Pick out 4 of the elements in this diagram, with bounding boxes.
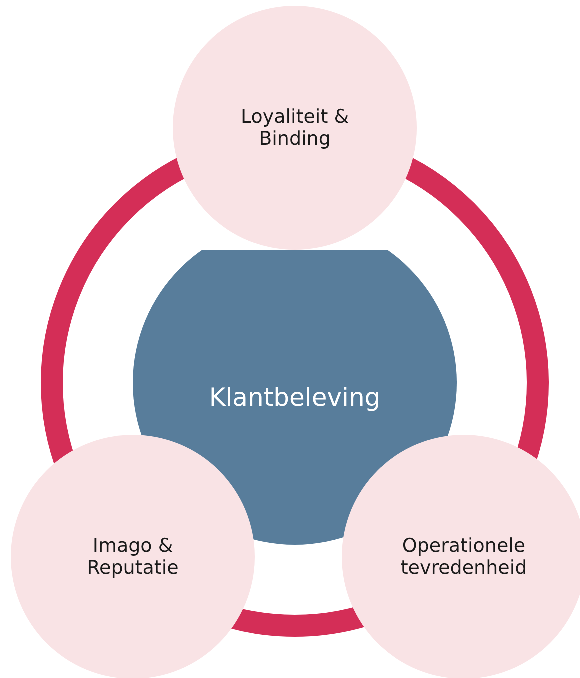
node-label: Klantbeleving bbox=[209, 383, 381, 412]
node-label: Operationele tevredenheid bbox=[400, 535, 528, 579]
node-label: Loyaliteit & Binding bbox=[240, 106, 350, 150]
node-label: Imago & Reputatie bbox=[86, 535, 180, 579]
